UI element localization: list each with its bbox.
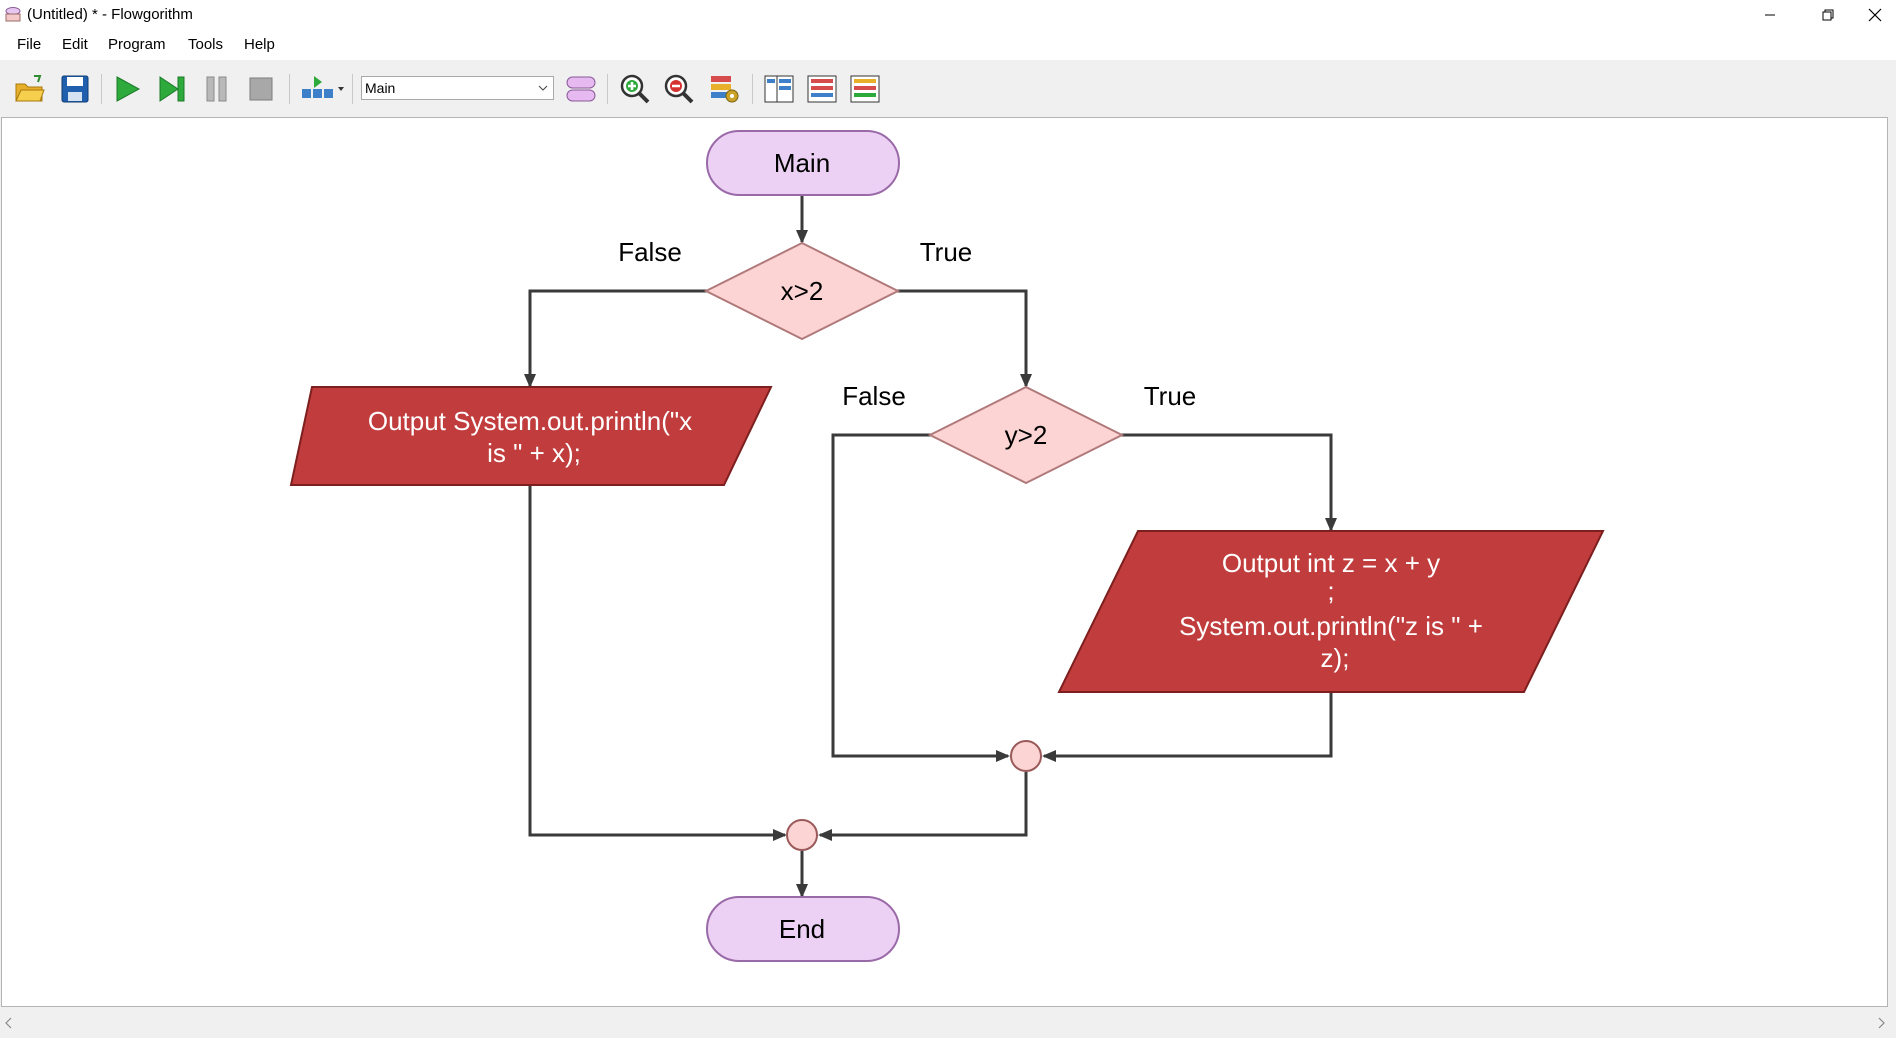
menu-edit[interactable]: Edit [62, 36, 88, 53]
layout-dropdown-button[interactable] [299, 72, 347, 106]
output-text-line: System.out.println("z is " + [1179, 611, 1483, 641]
false-branch-label: False [842, 381, 906, 411]
flow-arrow [1121, 433, 1337, 532]
decision-condition: y>2 [1005, 420, 1048, 450]
flow-arrow [524, 289, 708, 388]
output-text-line: is " + x); [487, 438, 581, 468]
layout-view-1-button[interactable] [762, 72, 796, 106]
output-parallelogram [289, 386, 773, 486]
function-manager-icon [566, 76, 596, 102]
scroll-left-icon[interactable] [4, 1017, 14, 1029]
menu-bar: File Edit Program Tools Help [0, 29, 1896, 60]
toolbar-separator [289, 74, 290, 104]
run-icon [116, 76, 141, 102]
stop-icon [249, 77, 273, 101]
end-terminal-shape [706, 896, 900, 962]
zoom-out-icon [664, 74, 694, 104]
step-icon [159, 76, 185, 102]
zoom-in-button[interactable] [618, 72, 652, 106]
minimize-button[interactable] [1742, 0, 1798, 29]
flow-arrow [528, 485, 787, 841]
output-text-line: Output int z = x + y [1222, 548, 1440, 578]
merge-connector[interactable] [1010, 740, 1042, 772]
zoom-out-button[interactable] [662, 72, 696, 106]
true-branch-label: True [920, 237, 973, 267]
flowgorithm-app-icon [5, 7, 21, 22]
decision-condition: x>2 [781, 276, 824, 306]
flow-arrow [831, 433, 1010, 762]
open-folder-icon [15, 75, 45, 102]
layout-dropdown-icon [302, 76, 344, 98]
layout-view-3-button[interactable] [848, 72, 882, 106]
end-terminal[interactable]: End [706, 896, 900, 962]
function-select-value: Main [365, 80, 396, 96]
output-text-line: ; [1327, 576, 1334, 606]
restore-button[interactable] [1800, 0, 1856, 29]
variable-watch-icon [711, 76, 739, 103]
toolbar: Main [0, 60, 1896, 116]
save-button[interactable] [58, 72, 92, 106]
horizontal-scrollbar[interactable] [0, 1008, 1896, 1038]
decision-diamond [927, 385, 1125, 485]
start-terminal-label: Main [774, 148, 830, 178]
menu-tools[interactable]: Tools [188, 36, 224, 53]
menu-help[interactable]: Help [244, 36, 275, 53]
stop-button[interactable] [244, 72, 278, 106]
end-terminal-label: End [779, 914, 825, 944]
save-icon [61, 75, 89, 103]
layout-view-1-icon [764, 75, 794, 103]
flow-arrow [1042, 692, 1333, 762]
chevron-down-icon [538, 85, 548, 91]
zoom-in-icon [620, 74, 650, 104]
decision-x-gt-2[interactable]: x>2 [703, 241, 901, 341]
minimize-icon [1765, 14, 1775, 15]
layout-view-2-icon [807, 75, 837, 103]
pause-icon [206, 76, 227, 102]
false-branch-label: False [618, 237, 682, 267]
toolbar-separator [607, 74, 608, 104]
decision-diamond [703, 241, 901, 341]
window-title: (Untitled) * - Flowgorithm [27, 6, 193, 23]
toolbar-separator [752, 74, 753, 104]
output-block-z[interactable]: Output int z = x + y ; System.out.printl… [1057, 530, 1605, 693]
variable-watch-button[interactable] [707, 72, 741, 106]
title-bar: (Untitled) * - Flowgorithm [0, 0, 1896, 29]
flow-arrow [818, 772, 1028, 841]
layout-view-3-icon [850, 75, 880, 103]
flow-arrow [896, 289, 1032, 388]
output-text-line: z); [1321, 643, 1350, 673]
menu-file[interactable]: File [17, 36, 42, 53]
scroll-right-icon[interactable] [1876, 1017, 1886, 1029]
restore-icon [1822, 9, 1834, 20]
flowchart: Main x>2 False True Output System.out.pr… [289, 130, 1605, 962]
function-select[interactable]: Main [361, 76, 554, 100]
decision-y-gt-2[interactable]: y>2 [927, 385, 1125, 485]
start-terminal-shape [706, 130, 900, 196]
run-button[interactable] [110, 72, 144, 106]
toolbar-separator [352, 74, 353, 104]
function-manager-button[interactable] [564, 72, 598, 106]
layout-view-2-button[interactable] [805, 72, 839, 106]
merge-connector[interactable] [786, 819, 818, 851]
output-text-line: Output System.out.println("x [368, 406, 692, 436]
menu-program[interactable]: Program [108, 36, 166, 53]
flowchart-canvas[interactable]: Main x>2 False True Output System.out.pr… [1, 117, 1888, 1007]
close-icon [1868, 8, 1882, 21]
start-terminal[interactable]: Main [706, 130, 900, 196]
open-button[interactable] [13, 72, 47, 106]
output-block-x[interactable]: Output System.out.println("x is " + x); [289, 386, 773, 486]
toolbar-separator [101, 74, 102, 104]
true-branch-label: True [1144, 381, 1197, 411]
close-button[interactable] [1854, 0, 1896, 29]
step-button[interactable] [155, 72, 189, 106]
pause-button[interactable] [200, 72, 234, 106]
output-parallelogram [1057, 530, 1605, 693]
